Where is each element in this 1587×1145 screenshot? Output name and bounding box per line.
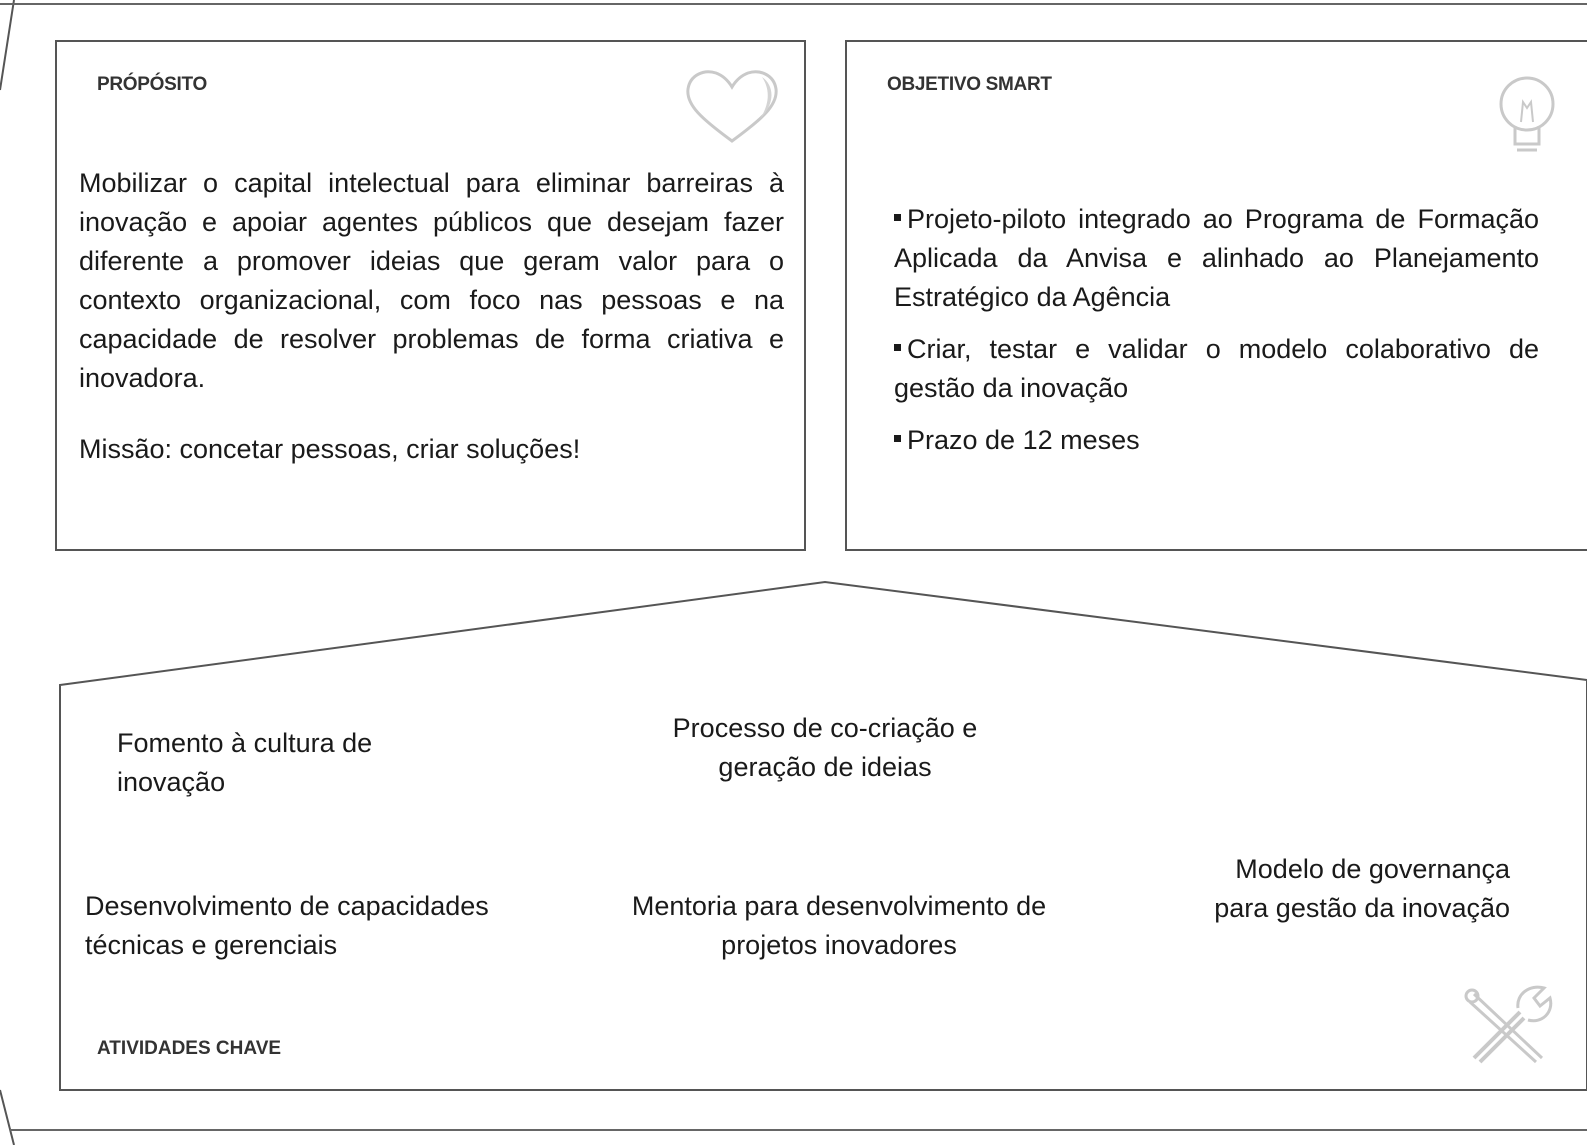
- proposito-missao: Missão: concetar pessoas, criar soluções…: [79, 434, 581, 464]
- proposito-text: Mobilizar o capital intelectual para eli…: [79, 168, 784, 393]
- atividade-item: Modelo de governança para gestão da inov…: [1214, 854, 1510, 923]
- outer-frame: [0, 0, 15, 91]
- atividade-item: Desenvolvimento de capacidades técnicas …: [85, 891, 489, 960]
- atividades-panel-outline: [59, 580, 1587, 1091]
- objetivo-item: Projeto-piloto integrado ao Programa de …: [894, 204, 1539, 312]
- bullet-icon: [894, 344, 901, 352]
- tools-icon: [1464, 985, 1553, 1064]
- objetivo-list: Projeto-piloto integrado ao Programa de …: [894, 200, 1539, 473]
- proposito-panel: PRÓPÓSITO Mobilizar o capital intelectua…: [55, 40, 806, 551]
- lightbulb-icon: [1499, 76, 1555, 152]
- heart-icon: [686, 70, 778, 143]
- atividades-heading: ATIVIDADES CHAVE: [97, 1038, 282, 1059]
- atividade-item: Processo de co-criação e geração de idei…: [672, 713, 978, 782]
- atividade-item: Mentoria para desenvolvimento de projeto…: [631, 891, 1047, 960]
- objetivo-item: Criar, testar e validar o modelo colabor…: [894, 334, 1539, 403]
- objetivo-panel: OBJETIVO SMART Projeto-piloto integrado …: [845, 40, 1587, 551]
- bullet-icon: [894, 435, 901, 443]
- bullet-icon: [894, 214, 901, 222]
- objetivo-item: Prazo de 12 meses: [894, 421, 1539, 460]
- proposito-heading: PRÓPÓSITO: [97, 74, 207, 95]
- objetivo-heading: OBJETIVO SMART: [887, 74, 1052, 95]
- atividade-item: Fomento à cultura de inovação: [117, 728, 373, 797]
